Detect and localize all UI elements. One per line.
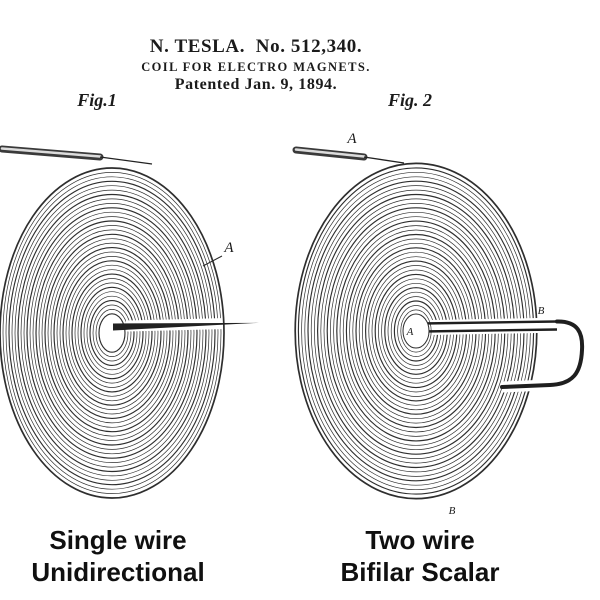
fig2-pair-wire-bottom bbox=[421, 328, 558, 333]
fig2-terminal-label-a: A bbox=[346, 131, 357, 147]
fig2-wires bbox=[292, 146, 585, 393]
patent-header: N. TESLA. No. 512,340. COIL FOR ELECTRO … bbox=[141, 36, 370, 93]
fig1-caption-line2: Unidirectional bbox=[31, 557, 204, 587]
fig2-terminal-tube-highlight bbox=[294, 148, 366, 158]
fig1-terminal-label-a: A bbox=[223, 240, 234, 256]
fig2-caption: Two wire Bifilar Scalar bbox=[341, 525, 500, 587]
fig2-center-hole bbox=[402, 313, 430, 349]
fig2-pair-casing bbox=[431, 318, 539, 335]
fig1-label: Fig.1 bbox=[76, 90, 117, 110]
fig2-pair-wire-top bbox=[421, 320, 558, 325]
fig1-terminal-lead-wire bbox=[99, 156, 153, 165]
fig1-terminal-leader-line bbox=[202, 255, 223, 267]
fig2-terminal-lead-wire bbox=[363, 156, 405, 164]
fig2-caption-line1: Two wire bbox=[365, 525, 474, 555]
fig1-caption-line1: Single wire bbox=[49, 525, 186, 555]
patent-date-line: Patented Jan. 9, 1894. bbox=[175, 76, 338, 93]
fig1-caption: Single wire Unidirectional bbox=[31, 525, 204, 587]
patent-title: N. TESLA. No. 512,340. bbox=[150, 36, 362, 57]
fig1-wires bbox=[0, 145, 259, 332]
fig1-terminal-tube-highlight bbox=[0, 147, 102, 158]
fig2-label: Fig. 2 bbox=[387, 90, 432, 110]
fig1-center-lead bbox=[113, 322, 259, 331]
fig1-coil bbox=[0, 167, 225, 499]
patent-subtitle: COIL FOR ELECTRO MAGNETS. bbox=[141, 60, 370, 74]
fig2-return-loop bbox=[500, 319, 585, 389]
fig2-bottom-label-b: B bbox=[449, 505, 456, 517]
fig2-caption-line2: Bifilar Scalar bbox=[341, 557, 500, 587]
fig2-right-label-b: B bbox=[538, 305, 545, 317]
fig2-center-label-a: A bbox=[406, 326, 414, 338]
